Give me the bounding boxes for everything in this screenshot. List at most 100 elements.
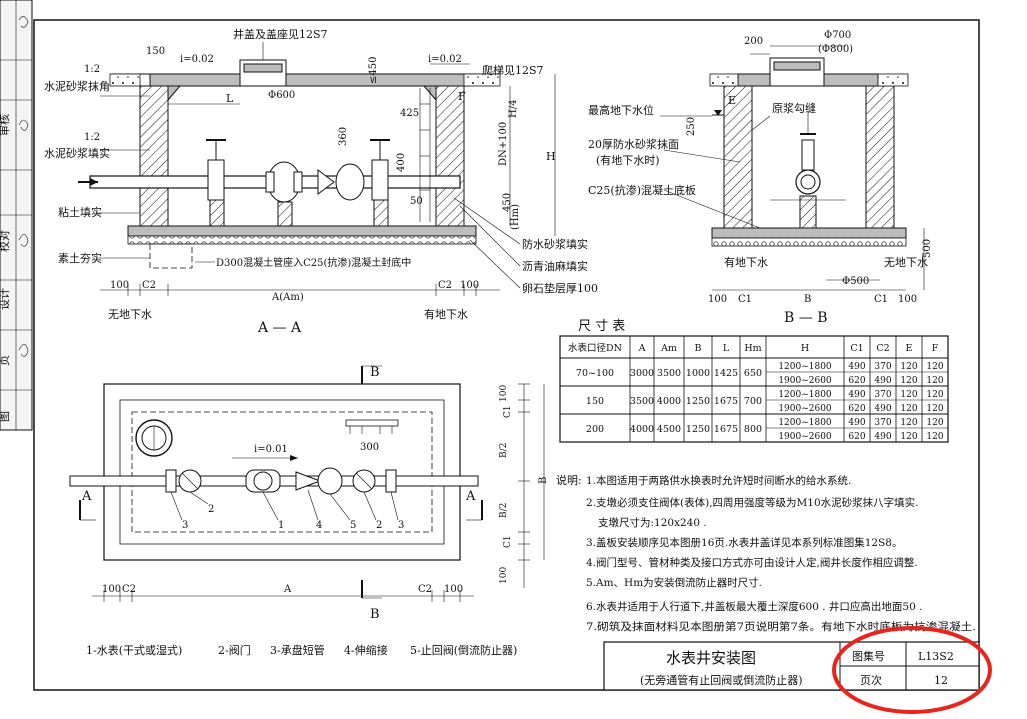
notes-lead: 说明: — [556, 473, 582, 487]
title-main: 水表井安装图 — [666, 649, 756, 667]
table-cell: 120 — [926, 376, 943, 386]
aa-dim-F: F — [458, 90, 466, 103]
plan-marker-6: 2 — [376, 520, 382, 531]
table-cell: 4000 — [630, 424, 654, 435]
note-2: 2.支墩必须支住阀体(表体),四周用强度等级为M10水泥砂浆抹八字填实. — [586, 496, 919, 509]
table-cell: 1900~2600 — [778, 376, 832, 386]
aa-mortar-corner: 水泥砂浆抹角 — [44, 79, 110, 93]
plan-dim-bottom-3: A — [283, 584, 292, 595]
atlas-value: L13S2 — [918, 650, 954, 663]
aa-dim-Hm: (Hm) — [510, 204, 521, 230]
bb-phi700: Φ700 — [824, 30, 851, 41]
bb-no-gw: 无地下水 — [884, 256, 928, 269]
plan-section-a-right: A — [465, 489, 476, 504]
bb-base-slab: C25(抗渗)混凝土底板 — [588, 183, 696, 197]
table-cell: 1200~1800 — [778, 362, 832, 372]
table-header: F — [932, 343, 939, 354]
plan-dim-bottom-5: 100 — [444, 584, 463, 595]
table-cell: 70~100 — [576, 368, 614, 379]
aa-clay-fill: 粘土填实 — [58, 205, 102, 219]
table-cell: 120 — [926, 418, 943, 428]
table-cell: 1900~2600 — [778, 432, 832, 442]
table-cell: 3500 — [657, 368, 681, 379]
plan-marker-2: 2 — [208, 504, 214, 515]
table-cell: 650 — [744, 368, 762, 379]
plan-dim-right-6: 100 — [499, 567, 509, 584]
table-cell: 370 — [874, 418, 891, 428]
table-cell: 620 — [848, 404, 865, 414]
table-cell: 120 — [900, 376, 917, 386]
bb-dim-500: 500 — [922, 239, 933, 258]
table-cell: 4500 — [657, 424, 681, 435]
aa-valve-left — [206, 139, 226, 201]
plan-dim-right-4: B/2 — [499, 503, 509, 518]
plan-dim-right-1: 100 — [499, 385, 509, 402]
legend-item-4: 4-伸缩接 — [344, 644, 388, 657]
aa-check-valve — [317, 163, 365, 201]
aa-dim-450: ≤450 — [368, 57, 379, 84]
aa-slope-left: i=0.02 — [180, 54, 214, 65]
table-cell: 620 — [848, 432, 865, 442]
bb-has-gw: 有地下水 — [724, 255, 768, 269]
bb-waterproof-note: (有地下水时) — [596, 153, 660, 167]
aa-dim-100b: 100 — [460, 280, 479, 291]
aa-dim-450b: 450 — [502, 193, 513, 212]
table-header: L — [723, 343, 730, 354]
plan-dim-300: 300 — [360, 442, 379, 453]
bb-dim-B: B — [804, 294, 811, 305]
aa-dim-H4: H/4 — [508, 100, 519, 118]
table-cell: 370 — [874, 390, 891, 400]
aa-asphalt: 沥青油麻填实 — [522, 259, 588, 273]
aa-dim-Am: A(Am) — [271, 292, 304, 303]
table-cell: 1675 — [714, 424, 738, 435]
table-header: 水表口径DN — [568, 342, 622, 354]
table-cell: 620 — [848, 376, 865, 386]
plan-manhole-icon — [135, 419, 173, 457]
table-header: C1 — [850, 343, 863, 354]
plan-fittings — [165, 467, 397, 495]
aa-dim-dn100: DN+100 — [498, 122, 509, 166]
plan-dim-bottom-2: C2 — [122, 584, 136, 595]
aa-no-groundwater: 无地下水 — [108, 308, 152, 321]
plan-marker-7: 3 — [398, 520, 404, 531]
plan-dim-right-2: C1 — [503, 405, 513, 418]
aa-dim-C2b: C2 — [438, 280, 452, 291]
table-cell: 1250 — [686, 424, 710, 435]
bb-dim-C1b: C1 — [874, 294, 888, 305]
table-header: H — [801, 343, 809, 354]
bb-dim-200: 200 — [744, 36, 763, 47]
bb-waterproof-face: 20厚防水砂浆抹面 — [588, 137, 679, 151]
plan-dim-B: B — [538, 477, 549, 484]
legend-item-3: 3-承盘短管 — [270, 643, 325, 657]
sidebar-cell-3: 设计 — [0, 288, 11, 310]
aa-plain-soil: 素土夯实 — [58, 251, 102, 265]
plan-dim-bottom-1: 100 — [102, 584, 121, 595]
note-6: 6.水表井适用于人行道下,井盖板最大覆土深度600 . 井口应高出地面50 . — [586, 600, 922, 613]
table-border — [559, 335, 949, 443]
aa-valve-right — [370, 139, 390, 201]
table-header: Hm — [744, 343, 761, 354]
legend-item-2: 2-阀门 — [218, 643, 251, 657]
sidebar-cell-2: 校对 — [0, 230, 11, 252]
bb-dim-100a: 100 — [708, 294, 727, 305]
sheet-frame — [33, 19, 980, 691]
table-cell: 370 — [874, 362, 891, 372]
note-3: 3.盖板安装顺序见本图册16页.水表井盖详见本系列标准图集12S8。 — [586, 536, 902, 549]
plan-view: B B A A i=0.01 300 100 C1 B/2 B/2 C1 100… — [69, 365, 549, 622]
note-4: 4.阀门型号、管材种类及接口方式亦可由设计人定,阀井长度作相应调整. — [586, 556, 918, 569]
plan-slope: i=0.01 — [254, 444, 288, 455]
legend: 1-水表(干式或湿式) 2-阀门 3-承盘短管 4-伸缩接 5-止回阀(倒流防止… — [86, 643, 517, 657]
table-cell: 490 — [848, 390, 865, 400]
highlight-ellipse — [832, 626, 992, 714]
table-cell: 800 — [744, 424, 762, 435]
plan-section-b-bottom: B — [370, 607, 380, 622]
table-cell: 120 — [900, 362, 917, 372]
aa-dim-425: 425 — [400, 108, 419, 119]
note-2b: 支墩尺寸为:120x240 . — [598, 516, 707, 529]
bb-dim-C1a: C1 — [738, 294, 752, 305]
table-cell: 490 — [848, 418, 865, 428]
aa-dim-400: 400 — [396, 153, 407, 172]
aa-mortar-fill: 水泥砂浆填实 — [44, 146, 110, 160]
plan-section-b-top: B — [370, 365, 380, 380]
